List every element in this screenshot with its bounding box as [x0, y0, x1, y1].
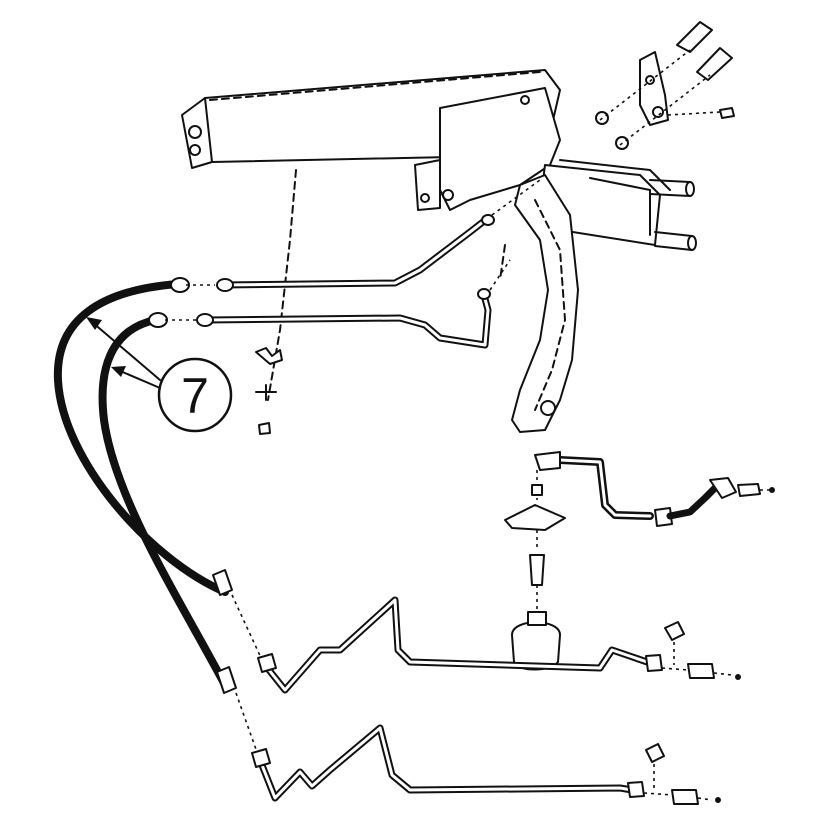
loader-arm-frame	[181, 69, 697, 433]
hydraulic-hoses	[53, 277, 263, 756]
top-right-fittings	[595, 21, 735, 150]
callout-7: 7	[86, 317, 233, 433]
lower-steel-lines	[251, 596, 663, 802]
accumulator-assembly	[504, 451, 775, 671]
lower-right-fittings	[643, 621, 741, 805]
callout-label: 7	[181, 368, 209, 424]
upper-steel-lines	[196, 179, 541, 349]
wing-nut-bolt	[255, 347, 283, 435]
